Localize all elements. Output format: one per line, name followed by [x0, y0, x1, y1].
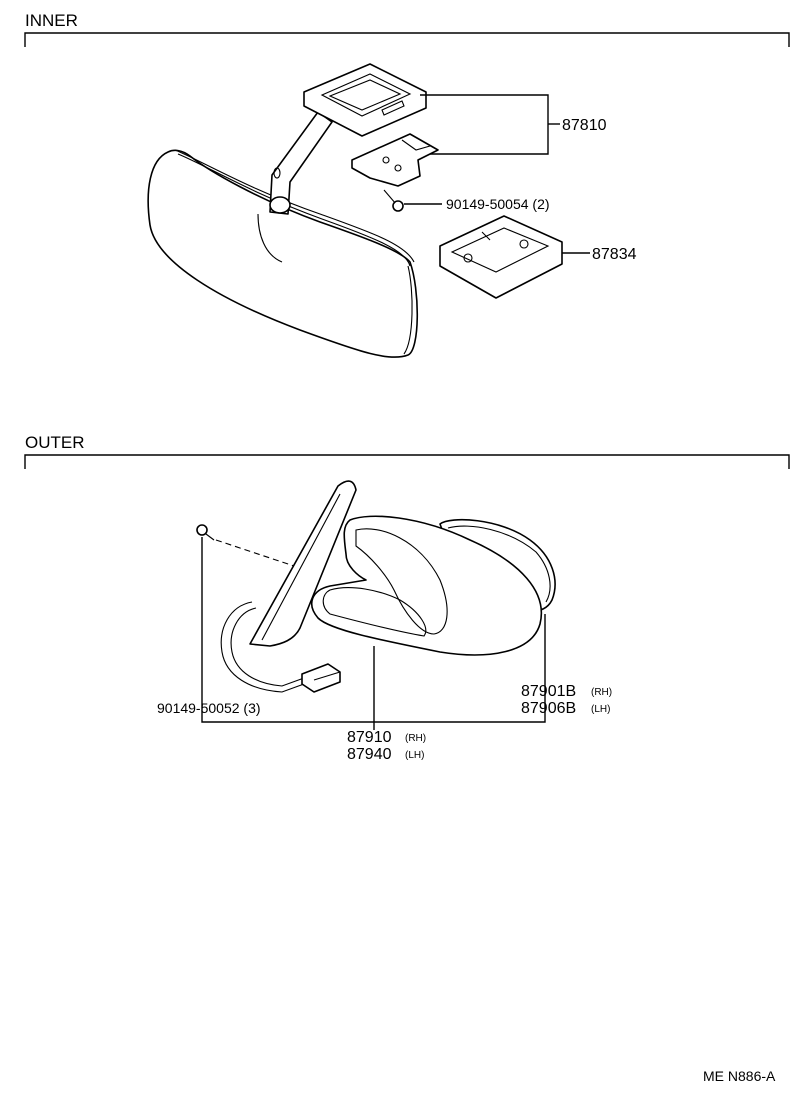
figure-code: ME N886-A	[703, 1068, 776, 1084]
inner-section-title: INNER	[25, 11, 78, 30]
label-87940: 87940	[347, 746, 392, 763]
label-87940-lh: (LH)	[405, 750, 424, 761]
inner-section-bracket	[24, 32, 790, 47]
inner-mirror	[147, 111, 419, 358]
screw-90149-50054	[383, 189, 404, 212]
label-87901b: 87901B	[521, 683, 576, 700]
label-87910-rh: (RH)	[405, 733, 426, 744]
cover-87834	[439, 215, 563, 299]
label-87910: 87910	[347, 729, 392, 746]
screw-90149-50052	[196, 524, 295, 567]
label-87810: 87810	[562, 117, 607, 134]
label-87901b-rh: (RH)	[591, 687, 612, 698]
label-87906b-lh: (LH)	[591, 704, 610, 715]
mount-bracket	[303, 63, 439, 187]
label-90149-50054: 90149-50054 (2)	[446, 196, 550, 212]
outer-mirror	[220, 480, 556, 693]
leader-87810	[420, 94, 549, 155]
outer-section-bracket	[24, 454, 790, 469]
outer-section-title: OUTER	[25, 433, 85, 452]
label-90149-50052: 90149-50052 (3)	[157, 700, 261, 716]
label-87834: 87834	[592, 246, 637, 263]
label-87906b: 87906B	[521, 700, 576, 717]
